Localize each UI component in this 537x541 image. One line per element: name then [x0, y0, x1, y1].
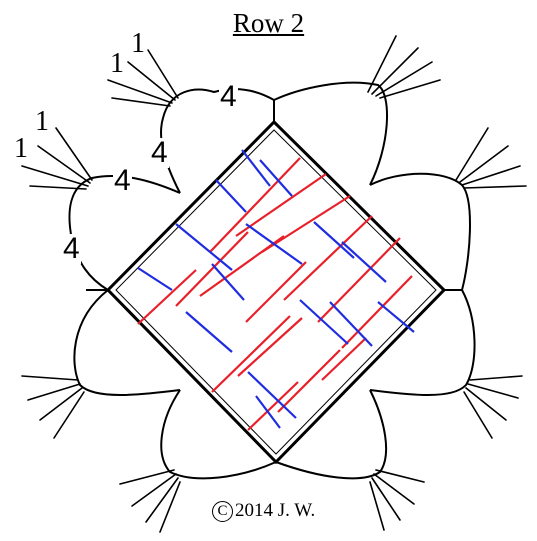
- stitch-label-lower-join: 4: [62, 232, 81, 265]
- picot-fans: [21, 35, 527, 533]
- diagram-title: Row 2: [232, 8, 305, 38]
- copyright-notice: C 2014 J. W.: [212, 500, 315, 522]
- stitch-label-mid-join-top: 4: [150, 136, 169, 169]
- petal-lower-right-top: [369, 289, 476, 396]
- petal-lower-left-top: [73, 289, 181, 396]
- center-square-inner-outline: [115, 129, 437, 455]
- picot-label-c: 1: [35, 106, 49, 137]
- copyright-text: 2014 J. W.: [235, 500, 316, 521]
- blue-bars: [137, 149, 415, 429]
- picot-label-d: 1: [14, 133, 28, 164]
- picot-label-a: 1: [131, 28, 145, 59]
- picot-label-b: 1: [110, 48, 124, 79]
- petal-lower-right-bottom: [275, 389, 387, 480]
- copyright-symbol: C: [212, 500, 233, 522]
- red-bars: [137, 157, 413, 431]
- petal-outlines: [68, 81, 476, 480]
- stitch-label-upper-join: 4: [219, 80, 238, 113]
- petal-upper-right-top: [273, 81, 388, 186]
- stitch-label-mid-join-left: 4: [113, 164, 132, 197]
- petal-upper-left-bottom: [68, 175, 181, 291]
- petal-lower-left-bottom: [160, 389, 277, 480]
